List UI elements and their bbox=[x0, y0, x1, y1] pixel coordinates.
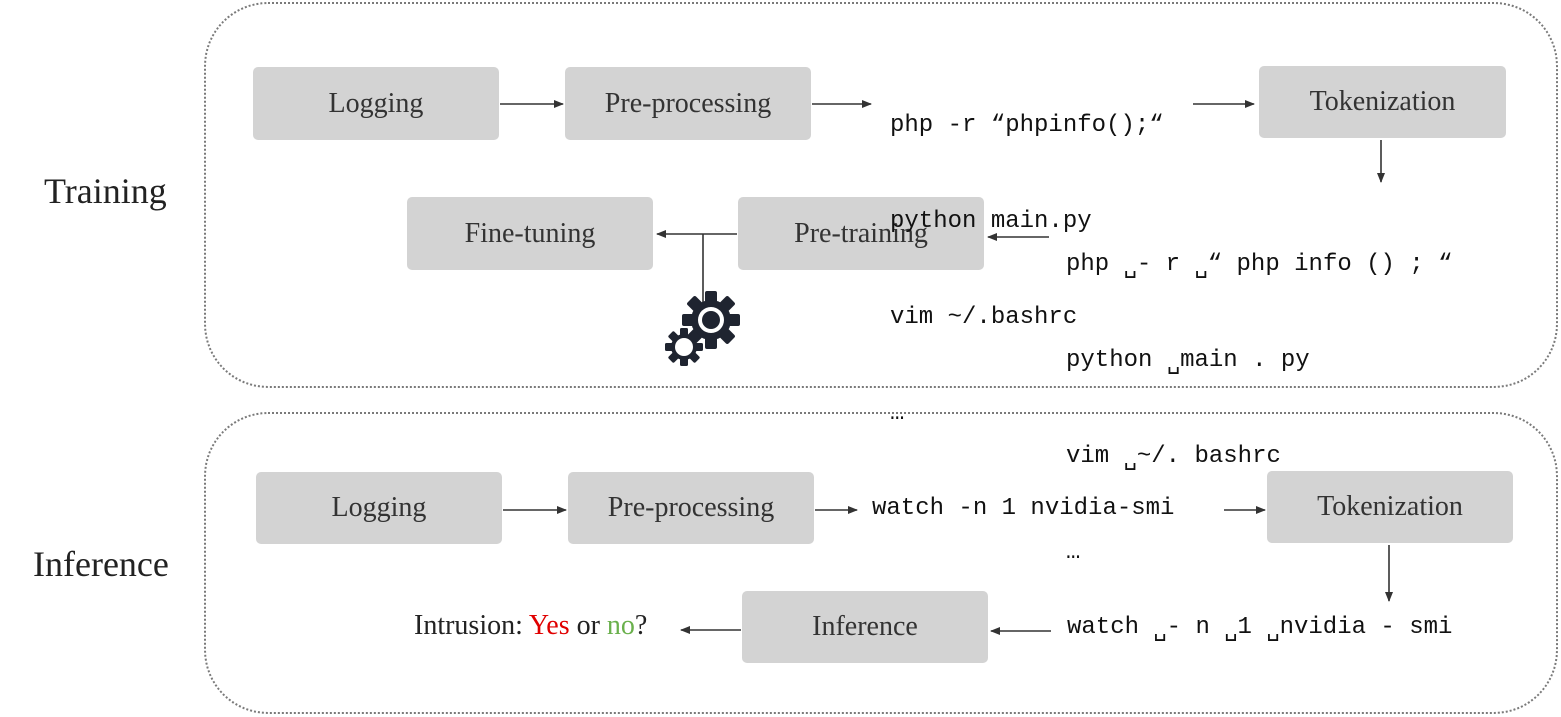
training-logging-box: Logging bbox=[253, 67, 499, 140]
result-suffix: ? bbox=[634, 610, 648, 641]
inference-box: Inference bbox=[742, 591, 988, 663]
inference-logging-box: Logging bbox=[256, 472, 502, 544]
pretraining-box: Pre-training bbox=[738, 197, 984, 270]
result-middle: or bbox=[569, 610, 607, 641]
token-text: nvidia - smi bbox=[1279, 614, 1453, 641]
result-yes: Yes bbox=[528, 610, 570, 641]
result-prefix: Intrusion: bbox=[414, 610, 529, 641]
token-text: ~/. bashrc bbox=[1136, 443, 1281, 470]
token-text: - n bbox=[1166, 614, 1225, 641]
space-marker: ␣ bbox=[1166, 351, 1181, 376]
raw-command-line: vim ~/.bashrc bbox=[890, 304, 1078, 331]
gears-icon bbox=[665, 291, 740, 366]
token-text: 1 bbox=[1237, 614, 1267, 641]
token-text: php bbox=[1066, 251, 1124, 278]
inference-token-line: watch ␣- n ␣1 ␣nvidia - smi bbox=[1067, 612, 1452, 644]
token-line: php ␣- r ␣“ php info () ; “ bbox=[1066, 249, 1453, 281]
space-marker: ␣ bbox=[1194, 255, 1208, 280]
training-raw-commands: php -r “phpinfo();“ python main.py vim ~… bbox=[890, 46, 1164, 494]
space-marker: ␣ bbox=[1123, 255, 1137, 280]
space-marker: ␣ bbox=[1153, 618, 1167, 643]
token-text: vim bbox=[1066, 443, 1124, 470]
space-marker: ␣ bbox=[1266, 618, 1280, 643]
token-text: watch bbox=[1067, 614, 1154, 641]
token-text: … bbox=[1066, 539, 1081, 566]
inference-raw-command: watch -n 1 nvidia-smi bbox=[872, 495, 1175, 522]
training-panel bbox=[204, 2, 1558, 388]
raw-command-line: … bbox=[890, 400, 905, 427]
inference-panel bbox=[204, 412, 1558, 714]
phase-label-inference: Inference bbox=[33, 544, 169, 584]
token-text: “ php info () ; “ bbox=[1207, 251, 1453, 278]
raw-command-line: python main.py bbox=[890, 208, 1092, 235]
phase-label-training: Training bbox=[44, 171, 167, 211]
inference-preprocessing-box: Pre-processing bbox=[568, 472, 814, 544]
token-line: … bbox=[1066, 537, 1453, 569]
token-line: vim ␣~/. bashrc bbox=[1066, 441, 1453, 473]
token-text: main . py bbox=[1180, 347, 1310, 374]
training-token-lines: php ␣- r ␣“ php info () ; “ python ␣main… bbox=[1066, 185, 1453, 633]
space-marker: ␣ bbox=[1224, 618, 1238, 643]
training-preprocessing-box: Pre-processing bbox=[565, 67, 811, 140]
result-no: no bbox=[606, 610, 635, 641]
raw-command-line: php -r “phpinfo();“ bbox=[890, 112, 1164, 139]
token-line: python ␣main . py bbox=[1066, 345, 1453, 377]
training-tokenization-box: Tokenization bbox=[1259, 66, 1506, 138]
space-marker: ␣ bbox=[1123, 447, 1137, 472]
finetuning-box: Fine-tuning bbox=[407, 197, 653, 270]
inference-tokenization-box: Tokenization bbox=[1267, 471, 1513, 543]
token-text: - r bbox=[1136, 251, 1195, 278]
token-text: python bbox=[1066, 347, 1167, 374]
intrusion-result: Intrusion: Yes or no? bbox=[414, 610, 647, 642]
